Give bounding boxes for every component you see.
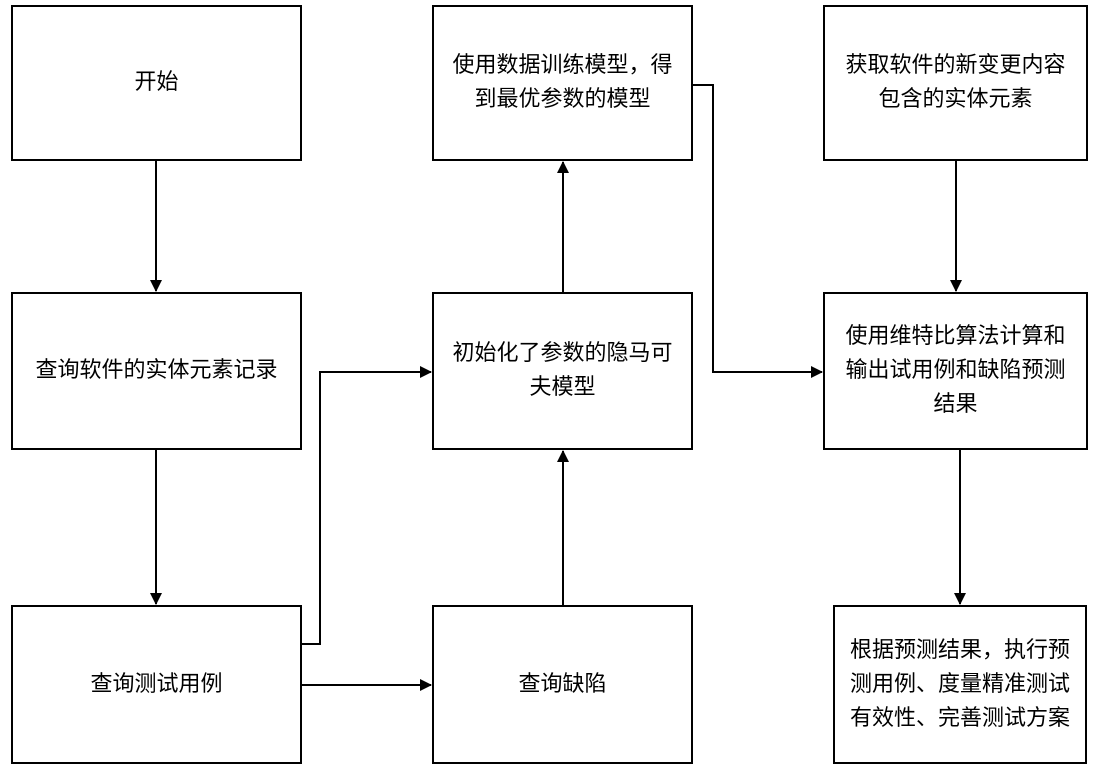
node-get-change-entities-label: 获取软件的新变更内容包含的实体元素	[845, 53, 1066, 112]
node-execute-tests: 根据预测结果，执行预测用例、度量精准测试有效性、完善测试方案	[833, 605, 1087, 764]
node-query-entity-records-label: 查询软件的实体元素记录	[35, 358, 278, 383]
node-start-label: 开始	[134, 70, 179, 95]
arrow-train-to-viterbi	[693, 84, 823, 378]
node-train-model-label: 使用数据训练模型，得到最优参数的模型	[452, 53, 673, 112]
arrow-testcase-to-init	[302, 366, 432, 645]
node-init-hmm-label: 初始化了参数的隐马可夫模型	[452, 341, 673, 400]
node-viterbi-predict-label: 使用维特比算法计算和输出试用例和缺陷预测结果	[845, 324, 1066, 417]
node-start: 开始	[11, 5, 302, 161]
node-get-change-entities: 获取软件的新变更内容包含的实体元素	[823, 5, 1088, 161]
node-query-entity-records: 查询软件的实体元素记录	[11, 292, 302, 450]
node-viterbi-predict: 使用维特比算法计算和输出试用例和缺陷预测结果	[823, 292, 1088, 450]
node-init-hmm: 初始化了参数的隐马可夫模型	[432, 292, 693, 450]
node-query-defects: 查询缺陷	[432, 605, 693, 764]
node-query-test-cases: 查询测试用例	[11, 605, 302, 764]
node-train-model: 使用数据训练模型，得到最优参数的模型	[432, 5, 693, 161]
node-execute-tests-label: 根据预测结果，执行预测用例、度量精准测试有效性、完善测试方案	[849, 637, 1070, 731]
node-query-test-cases-label: 查询测试用例	[90, 671, 223, 697]
node-query-defects-label: 查询缺陷	[518, 671, 607, 697]
